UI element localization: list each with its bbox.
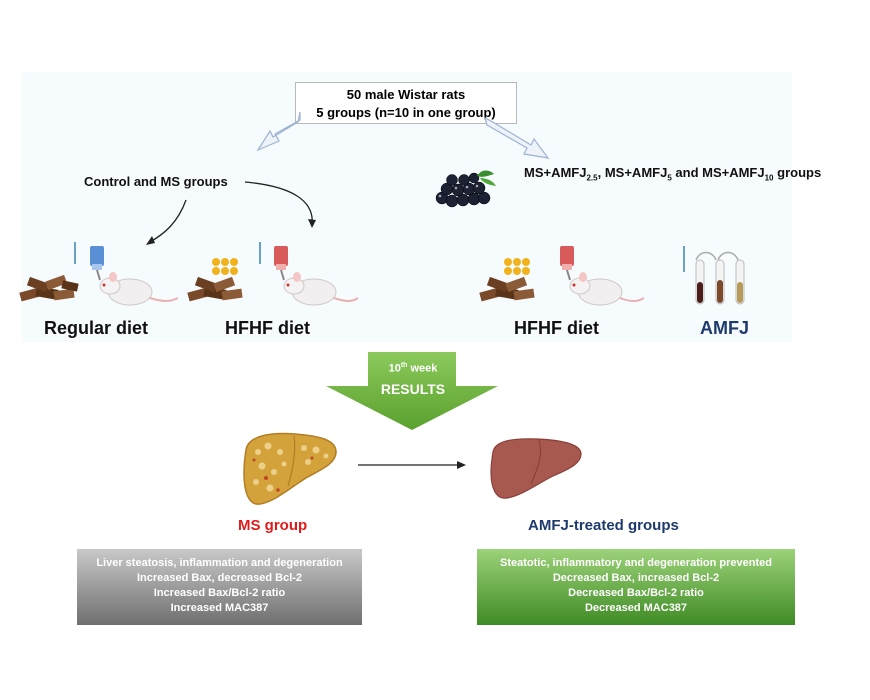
ms-result-line: Increased Bax, decreased Bcl-2 bbox=[136, 572, 303, 584]
hfhf-diet-label-1: HFHF diet bbox=[225, 318, 310, 338]
treated-sub-3: 10 bbox=[764, 173, 774, 183]
ms-group-title: MS group bbox=[238, 517, 308, 534]
week-label: 10th week bbox=[368, 362, 458, 375]
week-suffix: th bbox=[400, 362, 408, 369]
fat-drops-icon bbox=[212, 258, 238, 275]
water-bottle-icon bbox=[259, 242, 288, 281]
ms-result-line: Increased Bax/Bcl-2 ratio bbox=[153, 587, 286, 599]
hfhf-diet-illustration-1 bbox=[187, 242, 359, 306]
control-ms-groups-label: Control and MS groups bbox=[84, 174, 228, 189]
water-bottle-icon bbox=[560, 246, 574, 281]
food-pellets-icon bbox=[479, 276, 535, 302]
treated-sub-2: 5 bbox=[667, 173, 672, 183]
amfj-label: AMFJ bbox=[700, 318, 749, 338]
amfj-result-line: Decreased Bax/Bcl-2 ratio bbox=[568, 587, 704, 599]
berries-icon bbox=[435, 170, 496, 208]
food-pellets-icon bbox=[19, 274, 79, 302]
results-arrow bbox=[326, 352, 498, 430]
ms-result-line: Increased MAC387 bbox=[170, 602, 269, 614]
amfj-results-box: Steatotic, inflammatory and degeneration… bbox=[477, 549, 795, 625]
treated-groups-label: MS+AMFJ2.5, MS+AMFJ5 and MS+AMFJ10 group… bbox=[524, 165, 821, 183]
food-pellets-icon bbox=[187, 276, 243, 302]
amfj-result-line: Decreased MAC387 bbox=[584, 602, 688, 614]
water-bottle-icon bbox=[74, 242, 104, 281]
treated-suffix: groups bbox=[773, 165, 822, 180]
header-line-2: 5 groups (n=10 in one group) bbox=[316, 105, 496, 120]
rat-icon bbox=[283, 272, 359, 306]
treated-mid-2: and MS+AMFJ bbox=[671, 165, 765, 180]
ms-results-box: Liver steatosis, inflammation and degene… bbox=[77, 549, 362, 625]
results-label: RESULTS bbox=[380, 381, 446, 397]
hfhf-diet-label-2: HFHF diet bbox=[514, 318, 599, 338]
test-tubes-icon bbox=[683, 246, 745, 305]
amfj-result-line: Steatotic, inflammatory and degeneration… bbox=[499, 557, 772, 569]
rat-icon bbox=[99, 272, 179, 306]
week-word: week bbox=[407, 362, 438, 375]
amfj-group-title: AMFJ-treated groups bbox=[528, 517, 679, 534]
healthy-liver-icon bbox=[490, 438, 582, 499]
fatty-liver-icon bbox=[243, 432, 337, 505]
fat-drops-icon bbox=[504, 258, 530, 275]
treated-prefix: MS+AMFJ bbox=[524, 165, 587, 180]
regular-diet-illustration bbox=[19, 242, 179, 306]
study-header-box: 50 male Wistar rats 5 groups (n=10 in on… bbox=[295, 82, 517, 124]
rat-icon bbox=[569, 272, 645, 306]
treated-sub-1: 2.5 bbox=[586, 173, 598, 183]
hfhf-diet-illustration-2 bbox=[479, 246, 645, 306]
treated-mid-1: , MS+AMFJ bbox=[597, 165, 668, 180]
week-number: 10 bbox=[388, 362, 401, 375]
amfj-result-line: Decreased Bax, increased Bcl-2 bbox=[552, 572, 720, 584]
regular-diet-label: Regular diet bbox=[44, 318, 149, 338]
ms-result-line: Liver steatosis, inflammation and degene… bbox=[96, 557, 343, 569]
header-line-1: 50 male Wistar rats bbox=[346, 87, 466, 102]
